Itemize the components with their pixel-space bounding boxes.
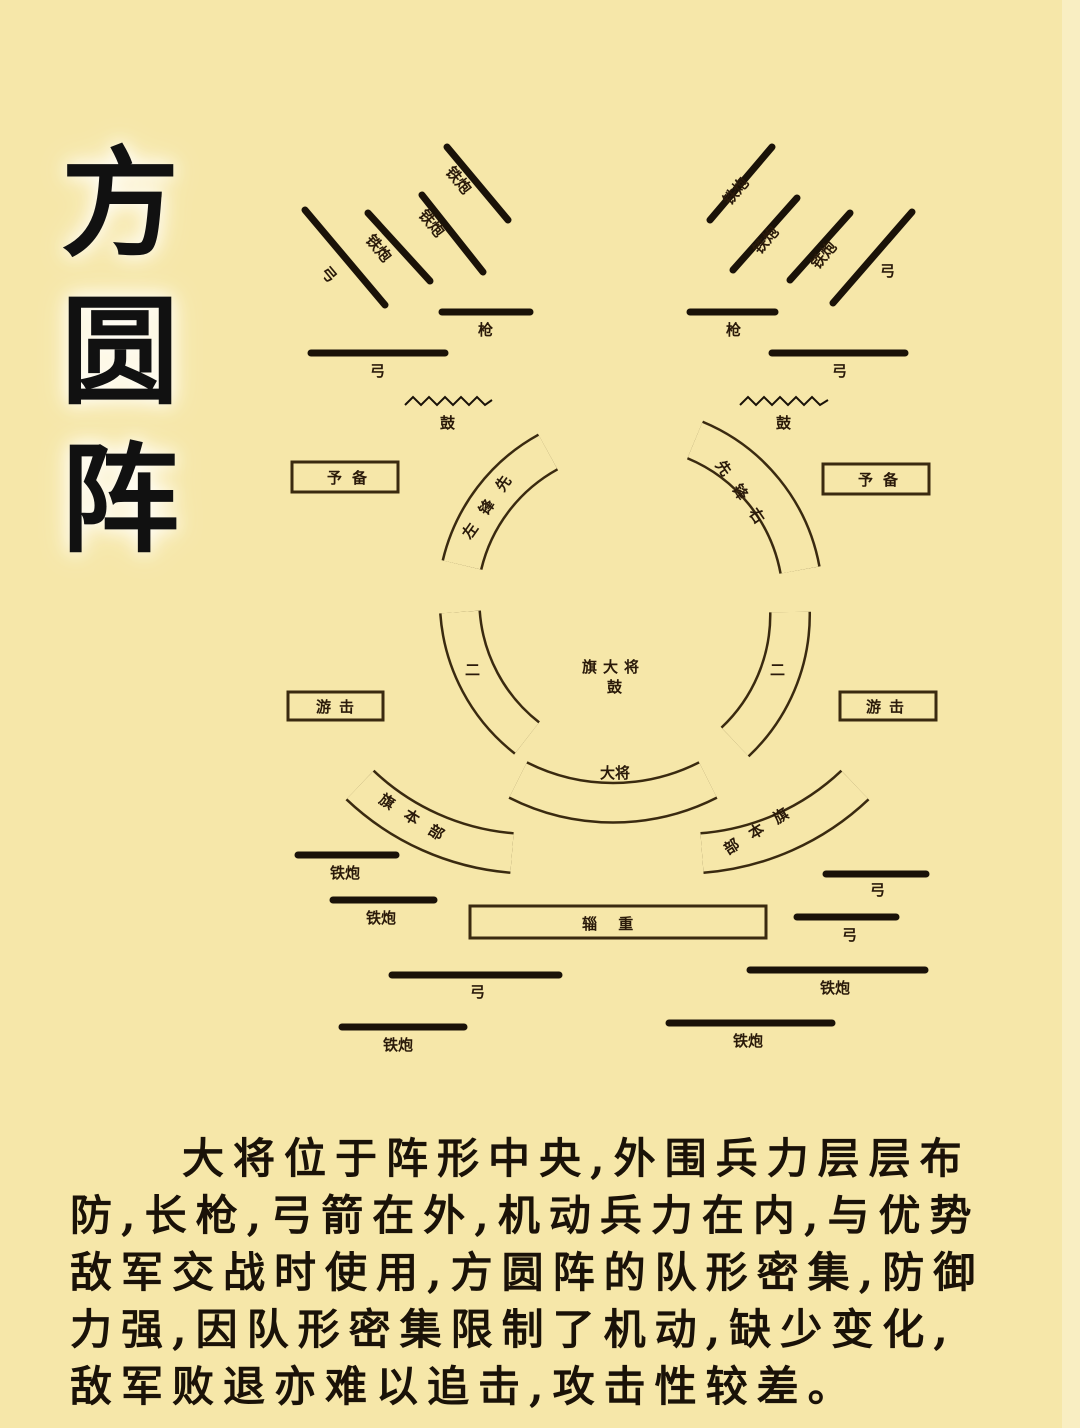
reserve-box-right [821, 462, 931, 496]
title-char: 圆 [60, 282, 179, 421]
gun-line [443, 143, 512, 224]
label-bow: 弓 [842, 926, 857, 944]
bow-line [301, 206, 389, 309]
label-center-drum: 鼓 [607, 678, 623, 696]
label-flank: 游击 [316, 698, 362, 716]
flank-box-left [286, 690, 385, 722]
page-title: 方 圆 阵 [55, 130, 185, 574]
label-bow: 弓 [317, 263, 340, 286]
gun-line [729, 194, 801, 274]
label-gun: 铁炮 [442, 163, 475, 198]
drum-zigzags [404, 395, 829, 407]
gun-line [706, 143, 776, 224]
bow-line [829, 208, 916, 307]
label-gun: 铁炮 [733, 1032, 763, 1050]
gun-line [786, 209, 854, 284]
page-edge [1062, 0, 1080, 1428]
gun-line [418, 191, 487, 276]
label-second: 二 [770, 661, 785, 679]
label-reserve: 予备 [858, 471, 908, 489]
label-gun: 铁炮 [383, 1036, 413, 1054]
label-spear: 枪 [478, 321, 493, 339]
label-bow: 弓 [880, 262, 895, 280]
flank-box-right [838, 690, 938, 722]
title-char: 方 [60, 134, 179, 273]
label-drum: 鼓 [440, 414, 456, 432]
description-text: 大将位于阵形中央,外围兵力层层布防,长枪,弓箭在外,机动兵力在内,与优势敌军交战… [70, 1134, 985, 1411]
label-center: 旗大将 [582, 658, 645, 676]
label-gun: 铁炮 [807, 238, 840, 273]
label-gun: 铁炮 [330, 864, 360, 882]
label-bow: 弓 [470, 983, 485, 1001]
label-second: 二 [465, 661, 480, 679]
formation-diagram: 弓 铁炮 铁炮 铁炮 枪 弓 鼓 铁炮 铁炮 铁炮 弓 枪 弓 鼓 予备 予备 … [286, 143, 938, 1054]
title-char: 阵 [60, 430, 179, 569]
label-gun: 铁炮 [820, 979, 850, 997]
baggage-box [468, 904, 768, 940]
unit-lines [294, 143, 930, 1031]
label-gun: 铁炮 [415, 206, 448, 241]
label-baggage: 辎 重 [582, 915, 641, 933]
label-bow: 弓 [870, 881, 885, 899]
gun-line [364, 209, 434, 285]
label-spear: 枪 [726, 321, 741, 339]
label-reserve: 予备 [327, 469, 377, 487]
label-gun: 铁炮 [366, 909, 396, 927]
label-general: 大将 [600, 764, 630, 782]
label-gun: 铁炮 [749, 223, 782, 258]
box-units [286, 460, 938, 940]
arc-units [345, 420, 870, 874]
label-flank: 游击 [866, 698, 912, 716]
reserve-box-left [290, 460, 400, 494]
label-bow: 弓 [832, 362, 847, 380]
label-bow: 弓 [370, 362, 385, 380]
label-drum: 鼓 [776, 414, 792, 432]
